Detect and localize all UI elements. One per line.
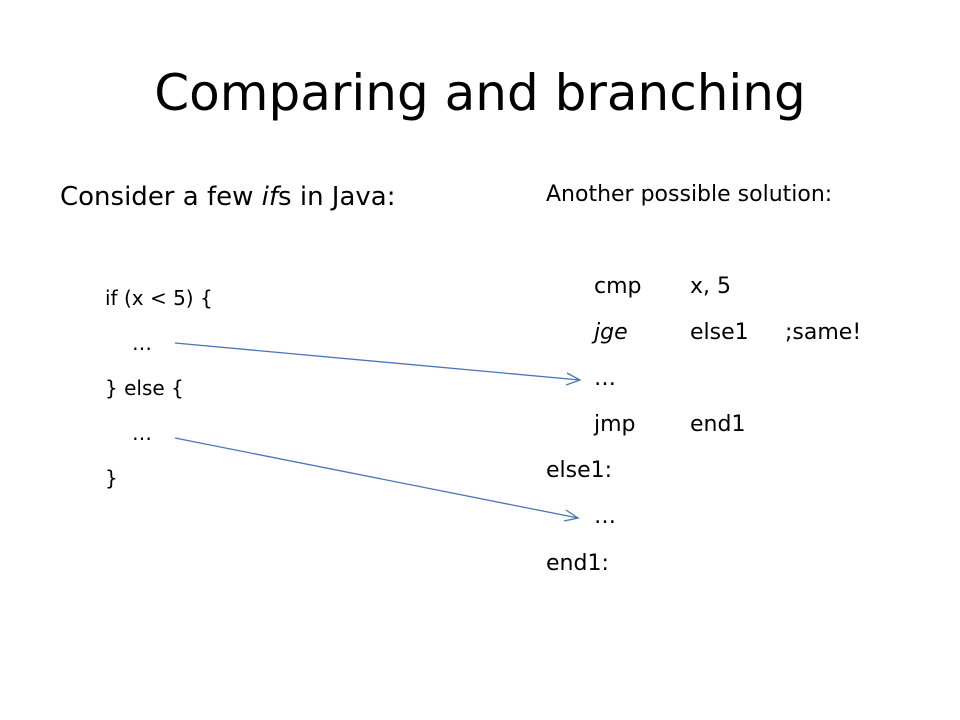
asm-op-jge: jge — [594, 320, 628, 345]
asm-label-else1: else1: — [546, 458, 613, 483]
java-line-if: if (x < 5) { — [105, 286, 213, 310]
java-line-close: } — [105, 466, 118, 490]
arrow-else-body-head — [563, 509, 580, 522]
java-line-body-1: … — [132, 331, 152, 355]
arrow-if-body-head — [565, 372, 582, 386]
arrow-else-body — [174, 437, 579, 519]
asm-arg-jge: else1 — [690, 320, 749, 345]
asm-comment-jge: ;same! — [785, 320, 862, 345]
asm-arg-jmp: end1 — [690, 412, 746, 437]
asm-label-end1: end1: — [546, 551, 609, 576]
solution-heading: Another possible solution: — [546, 182, 833, 207]
asm-op-jmp: jmp — [594, 412, 636, 437]
slide-title: Comparing and branching — [154, 64, 806, 122]
asm-body-2: … — [594, 504, 616, 529]
java-intro-text: Consider a few — [60, 182, 262, 212]
java-line-else: } else { — [105, 376, 184, 400]
asm-arg-cmp: x, 5 — [690, 274, 732, 299]
asm-op-cmp: cmp — [594, 274, 642, 299]
asm-body-1: … — [594, 366, 616, 391]
java-line-body-2: … — [132, 421, 152, 445]
java-intro-italic: if — [261, 182, 279, 212]
java-intro: Consider a few ifs in Java: — [60, 182, 396, 212]
arrow-if-body — [174, 342, 581, 381]
java-intro-text-end: s in Java: — [278, 182, 396, 212]
